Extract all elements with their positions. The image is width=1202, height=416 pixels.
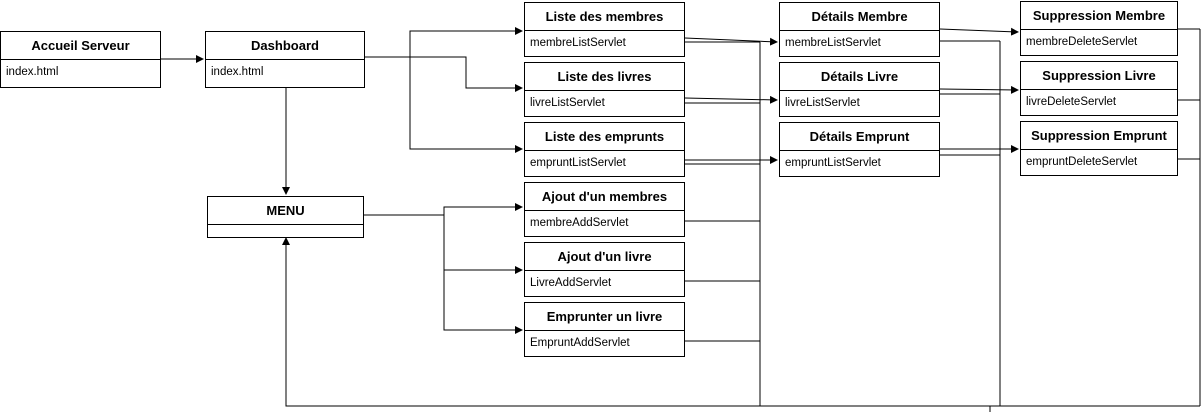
node-dashboard: Dashboard index.html — [205, 31, 365, 88]
edge-dashboard-liste-emprunts — [409, 57, 523, 153]
node-emprunter-livre: Emprunter un livre EmpruntAddServlet — [524, 302, 685, 357]
edge-menu-ajout-livre — [443, 207, 523, 274]
node-body: membreListServlet — [530, 37, 626, 49]
edge-liste-livres-details — [684, 95, 778, 104]
node-title: Accueil Serveur — [1, 32, 160, 60]
edge-menu-emprunter-livre — [443, 270, 523, 334]
node-title: MENU — [208, 197, 363, 225]
node-body: index.html — [6, 66, 59, 78]
node-title: Liste des emprunts — [525, 123, 684, 151]
node-body: empruntDeleteServlet — [1026, 156, 1138, 168]
node-liste-livres: Liste des livres livreListServlet — [524, 62, 685, 117]
edge-menu-ajout-membre — [363, 203, 523, 216]
node-body: livreListServlet — [785, 97, 860, 109]
node-body: EmpruntAddServlet — [530, 337, 630, 349]
edge-details-livre-suppression — [939, 85, 1019, 94]
node-title: Suppression Emprunt — [1021, 122, 1177, 150]
node-accueil-serveur: Accueil Serveur index.html — [0, 31, 161, 88]
node-body: membreAddServlet — [530, 217, 629, 229]
node-liste-membres: Liste des membres membreListServlet — [524, 2, 685, 57]
node-suppression-livre: Suppression Livre livreDeleteServlet — [1020, 61, 1178, 116]
node-menu: MENU — [207, 196, 364, 238]
node-suppression-membre: Suppression Membre membreDeleteServlet — [1020, 1, 1178, 56]
node-title: Emprunter un livre — [525, 303, 684, 331]
node-title: Suppression Membre — [1021, 2, 1177, 30]
node-details-livre: Détails Livre livreListServlet — [779, 62, 940, 117]
node-body: empruntListServlet — [530, 157, 626, 169]
node-ajout-membre: Ajout d'un membres membreAddServlet — [524, 182, 685, 237]
node-title: Ajout d'un membres — [525, 183, 684, 211]
node-ajout-livre: Ajout d'un livre LivreAddServlet — [524, 242, 685, 297]
edge-liste-membres-details — [684, 37, 778, 46]
node-title: Liste des membres — [525, 3, 684, 31]
node-title: Détails Emprunt — [780, 123, 939, 151]
node-title: Détails Livre — [780, 63, 939, 91]
edge-return-menu — [282, 237, 1200, 407]
node-details-emprunt: Détails Emprunt empruntListServlet — [779, 122, 940, 177]
node-body: livreDeleteServlet — [1026, 96, 1117, 108]
node-title: Ajout d'un livre — [525, 243, 684, 271]
node-body: membreListServlet — [785, 37, 881, 49]
node-liste-emprunts: Liste des emprunts empruntListServlet — [524, 122, 685, 177]
node-title: Suppression Livre — [1021, 62, 1177, 90]
node-body: livreListServlet — [530, 97, 605, 109]
node-body: empruntListServlet — [785, 157, 881, 169]
edge-dashboard-liste-livres — [364, 56, 523, 92]
edge-details-membre-suppression — [939, 27, 1019, 36]
node-body: LivreAddServlet — [530, 277, 612, 289]
node-title: Détails Membre — [780, 3, 939, 31]
edge-dashboard-liste-membres — [364, 27, 523, 58]
node-details-membre: Détails Membre membreListServlet — [779, 2, 940, 57]
node-body: index.html — [211, 66, 264, 78]
node-title: Dashboard — [206, 32, 364, 60]
node-title: Liste des livres — [525, 63, 684, 91]
node-suppression-emprunt: Suppression Emprunt empruntDeleteServlet — [1020, 121, 1178, 176]
node-body: membreDeleteServlet — [1026, 36, 1138, 48]
